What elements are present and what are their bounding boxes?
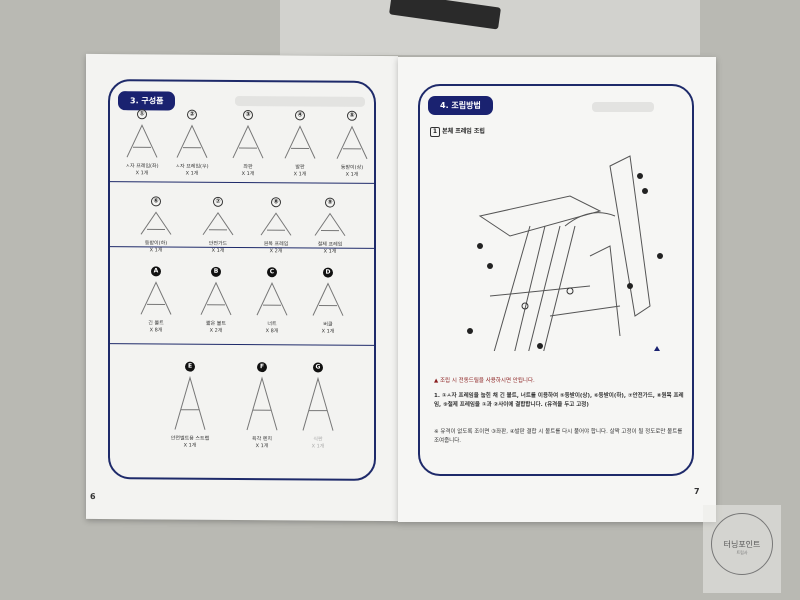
step-number: 1: [430, 127, 440, 137]
part-illustration: [256, 282, 288, 316]
part-illustration: [202, 211, 234, 236]
part-qty: X 8개: [265, 328, 279, 335]
part-qty: X 1개: [241, 170, 255, 178]
header-bar: [592, 102, 654, 112]
part-item: F 육각 렌치 X 1개: [232, 362, 292, 450]
part-id: ⑤: [347, 110, 357, 121]
warning-label: 조립 시 전동드릴을 사용하시면 안됩니다.: [439, 378, 535, 384]
part-id: C: [267, 267, 277, 278]
part-illustration: [314, 212, 346, 236]
part-qty: X 1개: [311, 443, 325, 450]
part-id: ⑥: [151, 196, 161, 207]
page-number: 7: [694, 487, 700, 496]
part-qty: X 1개: [321, 328, 335, 335]
part-id: B: [211, 266, 221, 277]
warning-text: ▲ 조립 시 전동드릴을 사용하시면 안됩니다.: [434, 378, 535, 384]
part-item: ③ 좌판 X 1개: [218, 110, 278, 178]
row-divider: [110, 343, 374, 346]
section-title: 3. 구성품: [118, 91, 176, 111]
part-item: A 긴 볼트 X 8개: [126, 266, 186, 334]
part-item: ② ㅅ자 프레임(우) X 1개: [162, 109, 222, 177]
part-item: ⑦ 안전가드 X 1개: [188, 196, 248, 255]
watermark-subtitle: 트립사: [736, 550, 748, 555]
part-id: D: [323, 267, 333, 278]
part-item: ⑨ 철제 프레임 X 1개: [300, 197, 360, 255]
part-illustration: [176, 124, 208, 158]
part-illustration: [284, 125, 316, 159]
part-qty: X 1개: [211, 247, 225, 254]
part-item: B 짧은 볼트 X 2개: [186, 266, 246, 335]
part-qty: X 1개: [345, 171, 359, 178]
part-illustration: [260, 212, 292, 236]
part-id: ⑨: [325, 197, 335, 208]
part-illustration: [140, 281, 172, 315]
instruction-text: ①ㅅ자 프레임을 눕힌 채 긴 볼트, 너트를 이용하여 ⑤등받이(상), ⑥등…: [434, 393, 684, 408]
part-qty: X 1개: [255, 443, 269, 450]
header-bar: [235, 95, 365, 107]
section-title: 4. 조립방법: [428, 96, 493, 115]
part-qty: X 1개: [293, 171, 307, 178]
row-divider: [110, 181, 374, 184]
part-id: E: [185, 361, 195, 372]
part-illustration: [336, 125, 368, 160]
part-id: ③: [243, 110, 253, 121]
part-id: G: [313, 362, 323, 373]
part-id: ④: [295, 110, 305, 121]
part-item: ⑧ 원목 프레임 X 2개: [246, 197, 306, 255]
part-id: F: [257, 362, 267, 373]
step-title: 본체 프레임 조립: [442, 128, 485, 135]
part-qty: X 2개: [269, 248, 283, 255]
step-heading: 1 본체 프레임 조립: [430, 126, 485, 137]
part-item: D 버클 X 1개: [298, 267, 358, 335]
part-item: G 식판 X 1개: [288, 362, 348, 450]
part-illustration: [312, 282, 344, 316]
part-qty: X 2개: [209, 327, 223, 334]
part-illustration: [174, 375, 206, 430]
part-qty: X 1개: [183, 442, 197, 449]
part-qty: X 1개: [149, 247, 163, 254]
note-text: ※ 유격이 없도록 조이면 ③좌판, ④발판 결합 시 볼트를 다시 풀어야 합…: [434, 429, 683, 444]
assembly-diagram: [467, 155, 663, 351]
part-illustration: [246, 376, 278, 431]
part-illustration: [140, 211, 172, 235]
part-qty: X 8개: [149, 327, 163, 334]
part-item: ⑥ 등받이(하) X 1개: [126, 196, 186, 254]
part-id: ②: [187, 109, 197, 120]
part-illustration: [126, 124, 158, 158]
part-qty: X 1개: [323, 248, 337, 255]
part-id: ⑧: [271, 197, 281, 208]
part-item: E 안전벨트용 스트랩 X 1개: [160, 361, 220, 449]
part-item: C 너트 X 8개: [242, 267, 302, 335]
part-illustration: [200, 281, 232, 316]
assembly-frame: 4. 조립방법 1 본체 프레임 조립 ▲ 조립 시 전동드릴을 사용하시면 안…: [418, 84, 694, 476]
part-illustration: [302, 376, 334, 431]
watermark: 터닝포인트 트립사: [703, 505, 781, 593]
page-number: 6: [90, 491, 96, 501]
part-item: ① ㅅ자 프레임(좌) X 1개: [112, 109, 172, 177]
part-qty: X 1개: [185, 170, 199, 177]
right-page: 4. 조립방법 1 본체 프레임 조립 ▲ 조립 시 전동드릴을 사용하시면 안…: [398, 57, 716, 522]
instruction: 1. ①ㅅ자 프레임을 눕힌 채 긴 볼트, 너트를 이용하여 ⑤등받이(상),…: [434, 392, 684, 410]
part-illustration: [232, 124, 264, 159]
part-item: ④ 발판 X 1개: [270, 110, 330, 178]
part-id: ⑦: [213, 196, 223, 207]
watermark-logo: 터닝포인트 트립사: [711, 513, 773, 575]
instruction-number: 1.: [434, 393, 440, 399]
part-id: A: [151, 266, 161, 277]
part-id: ①: [137, 109, 147, 120]
part-item: ⑤ 등받이(상) X 1개: [322, 110, 382, 179]
watermark-title: 터닝포인트: [723, 540, 761, 549]
